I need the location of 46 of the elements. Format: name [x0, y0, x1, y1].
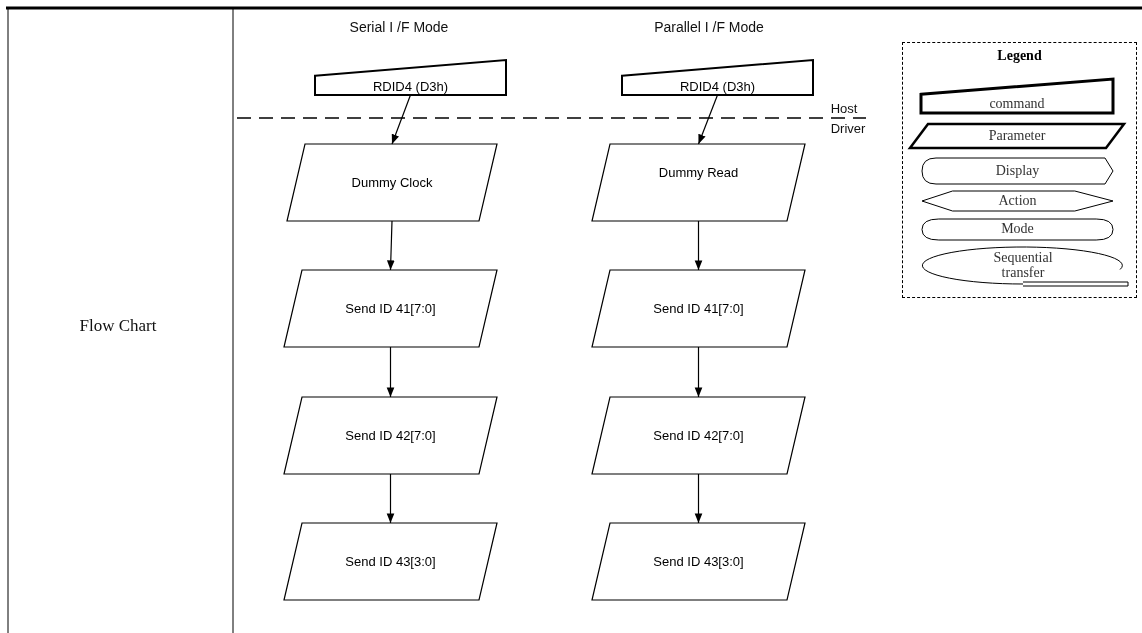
row-header: Flow Chart [79, 316, 157, 336]
parameter-parallelogram [592, 397, 805, 474]
arrow [697, 94, 719, 145]
node-label: RDID4 (D3h) [372, 80, 449, 94]
zone-label: Host [830, 100, 858, 116]
parameter-parallelogram [287, 144, 497, 221]
action-hexagon [922, 191, 1113, 211]
legend-title: Legend [997, 49, 1042, 64]
parameter-parallelogram [592, 270, 805, 347]
zone-label: Driver [830, 120, 866, 136]
command-shape [315, 60, 506, 95]
node-label: Action [998, 193, 1037, 209]
arrow [694, 473, 703, 524]
node-label: Send ID 42[7:0] [653, 428, 744, 443]
parameter-parallelogram [284, 397, 497, 474]
node-label: Dummy Read [658, 166, 739, 180]
node-label: Send ID 43[3:0] [653, 554, 744, 569]
parameter-parallelogram [284, 523, 497, 600]
node-label: Mode [1001, 222, 1034, 237]
parameter-parallelogram [592, 523, 805, 600]
mode-capsule [922, 219, 1113, 240]
node-label: Parameter [988, 128, 1046, 144]
node-label: Send ID 43[3:0] [345, 554, 436, 569]
node-label: Dummy Clock [351, 175, 433, 190]
node-label: Sequential transfer [992, 250, 1054, 281]
node-label: Send ID 41[7:0] [345, 301, 436, 316]
arrow [694, 220, 703, 271]
arrow [386, 473, 395, 524]
arrow [386, 346, 395, 398]
command-shape [921, 79, 1113, 113]
arrow [694, 346, 703, 398]
display-shape [922, 158, 1113, 184]
command-shape [622, 60, 813, 95]
column-heading: Parallel I /F Mode [654, 19, 764, 35]
parameter-parallelogram [284, 270, 497, 347]
node-label: Display [995, 163, 1040, 179]
legend-box [902, 42, 1137, 298]
node-label: command [989, 97, 1045, 112]
node-label: Send ID 41[7:0] [653, 301, 744, 316]
arrow [391, 94, 412, 145]
column-heading: Serial I /F Mode [349, 19, 449, 35]
parameter-parallelogram [592, 144, 805, 221]
node-label: Send ID 42[7:0] [345, 428, 436, 443]
node-label: RDID4 (D3h) [679, 80, 756, 94]
parameter-parallelogram [910, 124, 1124, 148]
arrow [386, 220, 395, 271]
